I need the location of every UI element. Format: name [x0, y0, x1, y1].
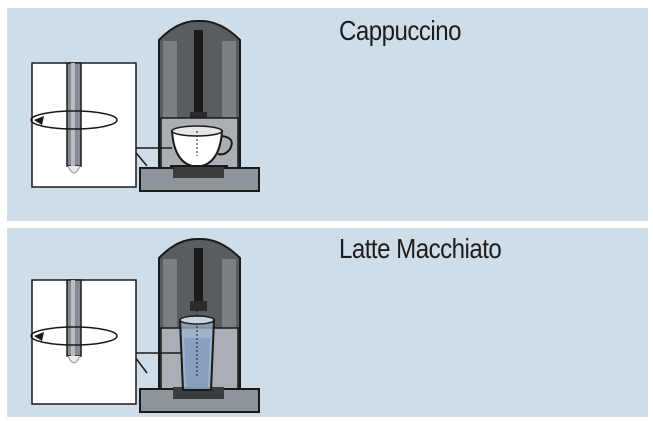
latte-macchiato-panel: Latte Macchiato [7, 228, 648, 417]
panel-divider [7, 221, 648, 228]
latte-macchiato-machine-illustration [30, 237, 260, 413]
cappuccino-panel: Cappuccino [7, 8, 648, 221]
cappuccino-machine-illustration [30, 19, 260, 192]
cappuccino-label: Cappuccino [339, 15, 462, 46]
latte-macchiato-label: Latte Macchiato [339, 233, 502, 264]
